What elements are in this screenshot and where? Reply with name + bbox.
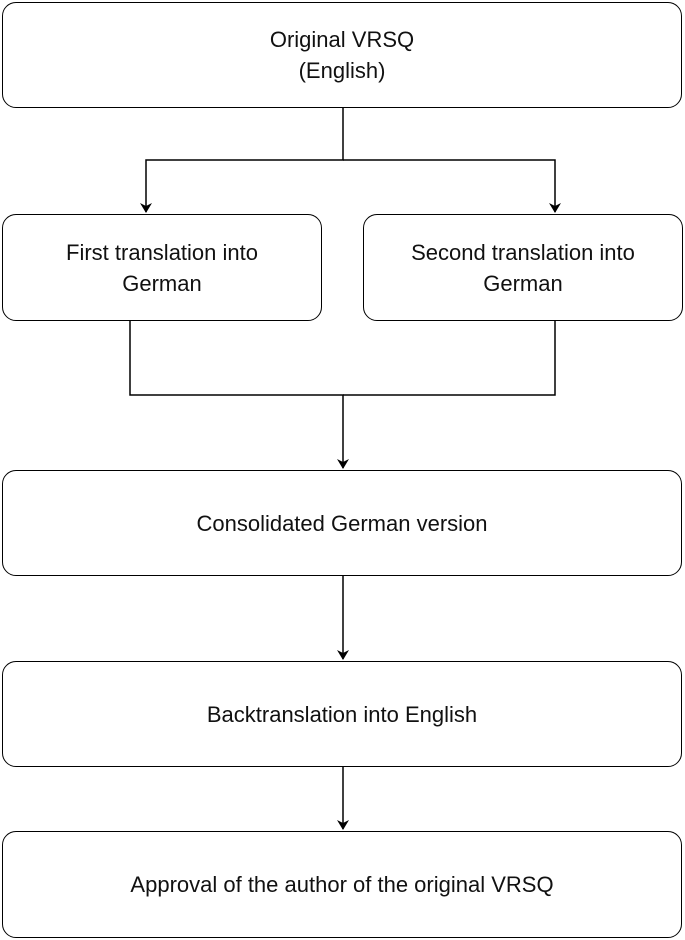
edge-first-to-consolidated — [129, 321, 349, 469]
node-backtranslation: Backtranslation into English — [2, 661, 682, 767]
node-consolidated-german-version-label: Consolidated German version — [196, 510, 488, 536]
node-second-translation-line-1: Second translation into — [411, 239, 635, 265]
node-original-vrsq: Original VRSQ (English) — [2, 2, 682, 108]
node-backtranslation-label: Backtranslation into English — [206, 701, 478, 727]
node-consolidated-german-version: Consolidated German version — [2, 470, 682, 576]
edge-original-to-second — [343, 159, 561, 213]
node-author-approval-label: Approval of the author of the original V… — [130, 872, 554, 897]
node-first-translation-line-2: German — [122, 270, 202, 296]
node-second-translation-line-2: German — [483, 270, 563, 296]
node-first-translation-line-1: First translation into — [66, 239, 258, 265]
edge-original-to-first — [140, 108, 344, 213]
node-original-vrsq-line-1: Original VRSQ — [269, 27, 415, 52]
node-first-translation: First translation into German — [2, 214, 322, 321]
node-second-translation: Second translation into German — [363, 214, 683, 321]
node-original-vrsq-line-2: (English) — [298, 58, 386, 83]
node-author-approval: Approval of the author of the original V… — [2, 831, 682, 938]
edge-second-to-consolidated — [343, 321, 556, 396]
